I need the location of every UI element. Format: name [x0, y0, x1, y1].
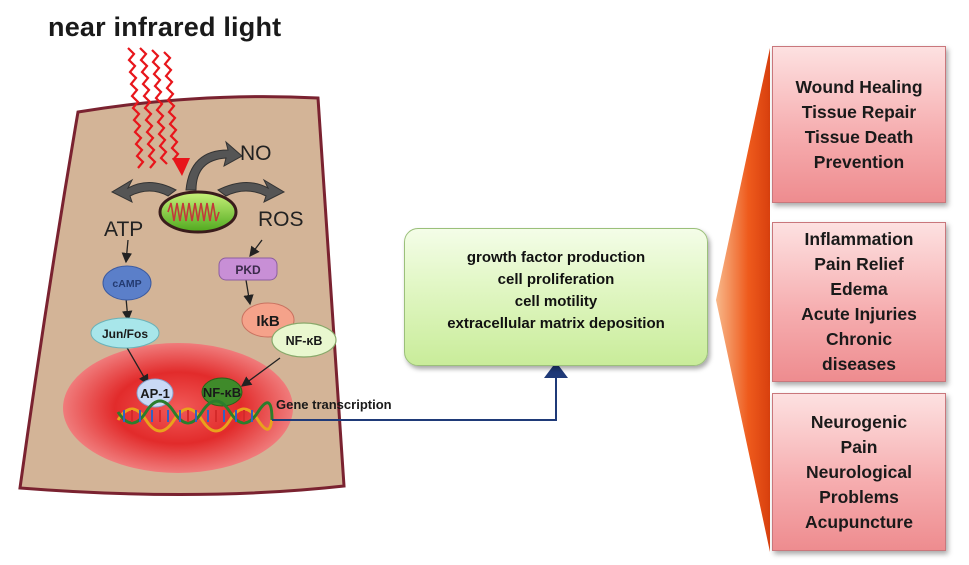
outcome-line: Chronic	[825, 329, 893, 349]
pkd-blob	[218, 257, 278, 281]
label-ap1: AP-1	[140, 386, 170, 401]
outcome-line: Inflammation	[804, 229, 914, 249]
outcome-line: Neurological	[806, 462, 912, 482]
outcome-line: Edema	[830, 279, 888, 299]
nfkb-nucleus-blob	[201, 377, 243, 407]
effect-line: extracellular matrix deposition	[447, 315, 665, 332]
effect-line: growth factor production	[466, 249, 646, 266]
gene-to-effects-connector	[272, 376, 557, 421]
label-no: NO	[240, 142, 272, 165]
label-camp: cAMP	[112, 278, 141, 290]
outcome-line: Acute Injuries	[801, 304, 917, 324]
label-gene-transcription: Gene transcription	[276, 397, 392, 412]
outcome-line: Pain	[840, 437, 878, 457]
outcome-line: Problems	[819, 487, 899, 507]
effect-line: cell proliferation	[497, 271, 615, 288]
effects-box: growth factor production cell proliferat…	[404, 228, 708, 366]
signal-arrows	[121, 239, 281, 387]
mitochondrion	[158, 190, 238, 234]
camp-blob	[102, 265, 152, 301]
outcome-line: diseases	[822, 354, 896, 374]
label-ros: ROS	[258, 208, 304, 231]
outcome-line: Tissue Repair	[801, 102, 917, 122]
label-jun-fos: Jun/Fos	[102, 327, 148, 341]
diagram-title: near infrared light	[48, 12, 282, 42]
jun-fos-blob	[90, 317, 160, 349]
outcome-box-inflammation: Inflammation Pain Relief Edema Acute Inj…	[772, 222, 946, 382]
mitochondrion-cristae	[167, 202, 220, 222]
label-atp: ATP	[104, 218, 143, 241]
effect-line: cell motility	[514, 293, 598, 310]
connector-arrowhead	[544, 362, 568, 378]
infrared-light-waves	[127, 47, 180, 169]
label-nfkb-nucleus: NF-κB	[203, 385, 241, 400]
mitochondria-curved-arrows	[110, 140, 286, 203]
outcome-line: Neurogenic	[810, 412, 908, 432]
outcome-box-neurogenic: Neurogenic Pain Neurological Problems Ac…	[772, 393, 946, 551]
outcome-line: Tissue Death	[804, 127, 914, 147]
outcome-line: Prevention	[813, 152, 905, 172]
outcome-line: Pain Relief	[814, 254, 904, 274]
label-pkd: PKD	[235, 263, 261, 277]
outcome-line: Wound Healing	[795, 77, 923, 97]
orange-wedge	[716, 48, 770, 552]
outcome-line: Acupuncture	[805, 512, 913, 532]
ap1-blob	[136, 378, 174, 408]
nfkb-blob	[271, 322, 337, 358]
dna-helix	[116, 399, 274, 433]
light-arrowhead	[172, 158, 190, 176]
label-nfkb: NF-κB	[286, 334, 323, 348]
nucleus	[63, 343, 293, 473]
outcome-box-wound-healing: Wound Healing Tissue Repair Tissue Death…	[772, 46, 946, 203]
label-ikb: IkB	[256, 313, 280, 330]
